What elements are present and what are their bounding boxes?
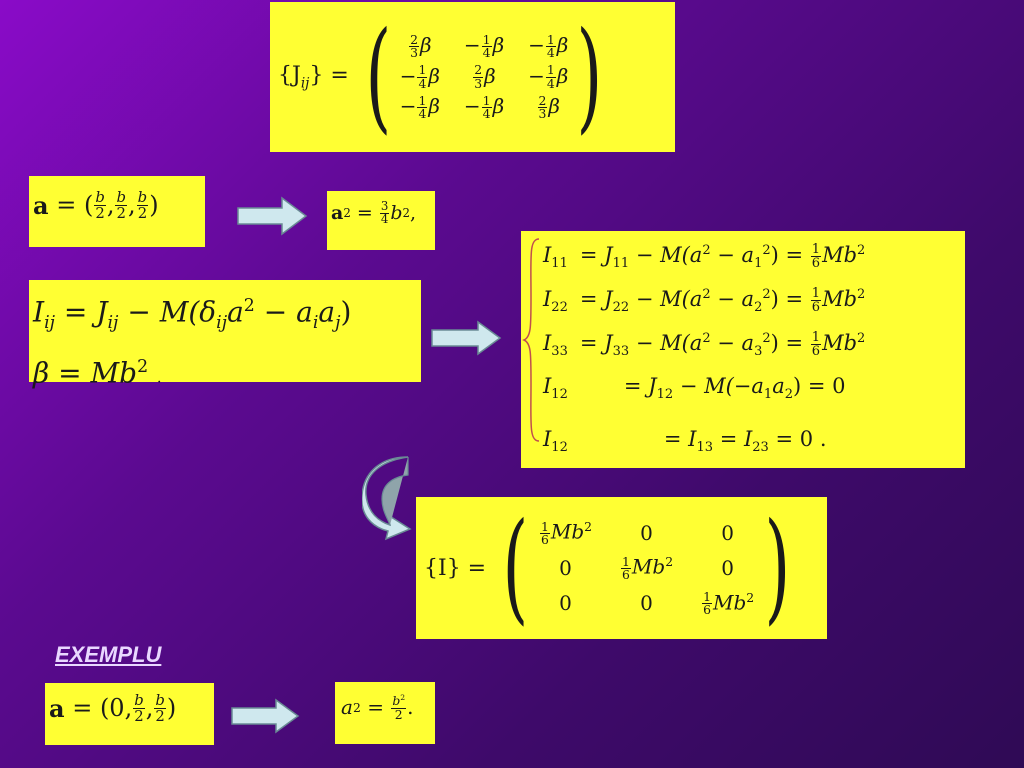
right-arrow-icon bbox=[431, 320, 502, 356]
tensor-i-cell: 0 bbox=[640, 520, 653, 545]
component-i12: I12= J12 − M(−a1a2) = 0 bbox=[543, 374, 846, 403]
right-arrow-icon bbox=[237, 196, 308, 236]
steiner-formula-box: Iij = Jij − M(δija2 − aiaj) β = Mb2 . bbox=[29, 280, 421, 389]
example-label: EXEMPLU bbox=[55, 642, 162, 667]
tensor-j-lhs: {Jij} = bbox=[278, 62, 349, 92]
tensor-i-lhs: {I} = bbox=[424, 555, 487, 581]
tensor-i-cell: 0 bbox=[559, 591, 572, 616]
tensor-i-cell: 0 bbox=[721, 556, 734, 580]
curved-arrow-icon bbox=[362, 456, 412, 541]
steiner-line-1: Iij = Jij − M(δija2 − aiaj) bbox=[33, 295, 352, 333]
tensor-i-cell: 0 bbox=[559, 556, 572, 580]
right-arrow-icon bbox=[231, 698, 300, 734]
tensor-i-cell: 0 bbox=[640, 591, 653, 616]
left-brace-icon bbox=[522, 238, 540, 442]
tensor-i-cell: 0 bbox=[721, 520, 734, 545]
steiner-line-2: β = Mb2 . bbox=[33, 356, 162, 390]
component-offdiag: I12= I13 = I23 = 0 . bbox=[543, 427, 827, 456]
